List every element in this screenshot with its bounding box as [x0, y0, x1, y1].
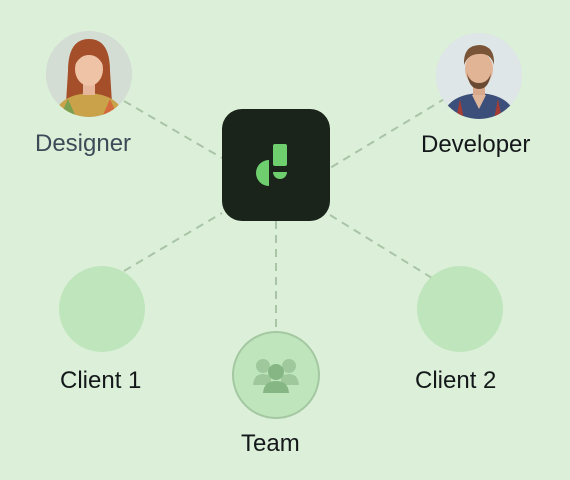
client-2-label: Client 2	[415, 367, 497, 394]
connector-designer	[123, 100, 223, 159]
team-icon	[253, 359, 299, 393]
connector-developer	[329, 97, 447, 169]
team-node[interactable]	[232, 331, 320, 419]
designer-photo	[46, 31, 132, 117]
connector-client-2	[329, 214, 433, 279]
developer-label: Developer	[421, 131, 531, 158]
client-2-node[interactable]	[417, 266, 503, 352]
connector-client-1	[123, 212, 223, 272]
team-label: Team	[241, 430, 300, 457]
designer-avatar[interactable]	[46, 31, 132, 117]
developer-avatar[interactable]	[436, 33, 522, 119]
hub-logo-tile[interactable]	[222, 109, 330, 221]
client-1-node[interactable]	[59, 266, 145, 352]
developer-photo	[436, 33, 522, 119]
designer-label: Designer	[35, 130, 132, 157]
client-1-label: Client 1	[60, 367, 142, 394]
logo-icon	[256, 144, 287, 186]
